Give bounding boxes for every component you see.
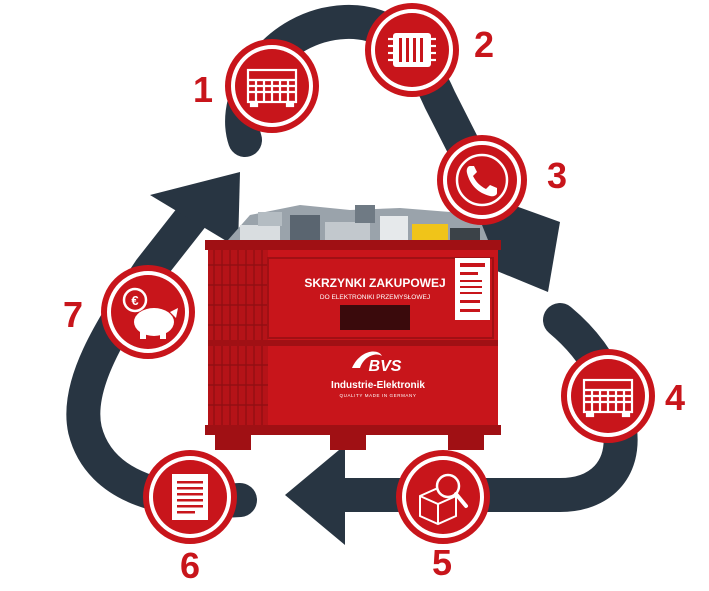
crate-mesh bbox=[208, 250, 268, 425]
step-4: 4 bbox=[561, 349, 685, 443]
piggy-bank-euro-icon: € bbox=[122, 287, 178, 339]
step-7: € 7 bbox=[63, 265, 195, 359]
step-number-1: 1 bbox=[193, 69, 213, 110]
phone-icon bbox=[455, 153, 509, 207]
crate-foot-middle bbox=[330, 432, 366, 450]
crate-window bbox=[340, 305, 410, 330]
step-5: 5 bbox=[396, 450, 490, 583]
step-number-6: 6 bbox=[180, 545, 200, 586]
crate-grid-icon bbox=[582, 378, 634, 418]
brand-name: Industrie-Elektronik bbox=[331, 380, 425, 391]
step-1: 1 bbox=[193, 39, 319, 133]
arrowhead-bottom-left bbox=[285, 445, 345, 545]
bvs-logo-mark: BVS bbox=[369, 358, 402, 375]
crate-foot-right bbox=[448, 432, 484, 450]
step-number-2: 2 bbox=[474, 24, 494, 65]
document-icon bbox=[172, 474, 208, 520]
bvs-logo-swoosh bbox=[352, 351, 382, 368]
step-number-4: 4 bbox=[665, 377, 685, 418]
step-number-5: 5 bbox=[432, 542, 452, 583]
svg-text:€: € bbox=[131, 293, 138, 308]
crate-subtitle: DO ELEKTRONIKI PRZEMYSŁOWEJ bbox=[320, 294, 430, 301]
arrowhead-left-up bbox=[150, 172, 240, 248]
chip-icon bbox=[388, 33, 436, 67]
inspect-box-icon bbox=[419, 473, 468, 526]
crate: SKRZYNKI ZAKUPOWEJ DO ELEKTRONIKI PRZEMY… bbox=[205, 205, 501, 450]
step-number-3: 3 bbox=[547, 155, 567, 196]
step-number-7: 7 bbox=[63, 294, 83, 335]
crate-grid-icon bbox=[246, 68, 298, 108]
step-3: 3 bbox=[437, 135, 567, 225]
step-6: 6 bbox=[143, 450, 237, 586]
step-2: 2 bbox=[365, 3, 494, 97]
brand-tagline: QUALITY MADE IN GERMANY bbox=[340, 393, 417, 398]
crate-title: SKRZYNKI ZAKUPOWEJ bbox=[304, 276, 445, 290]
crate-foot-left bbox=[215, 432, 251, 450]
